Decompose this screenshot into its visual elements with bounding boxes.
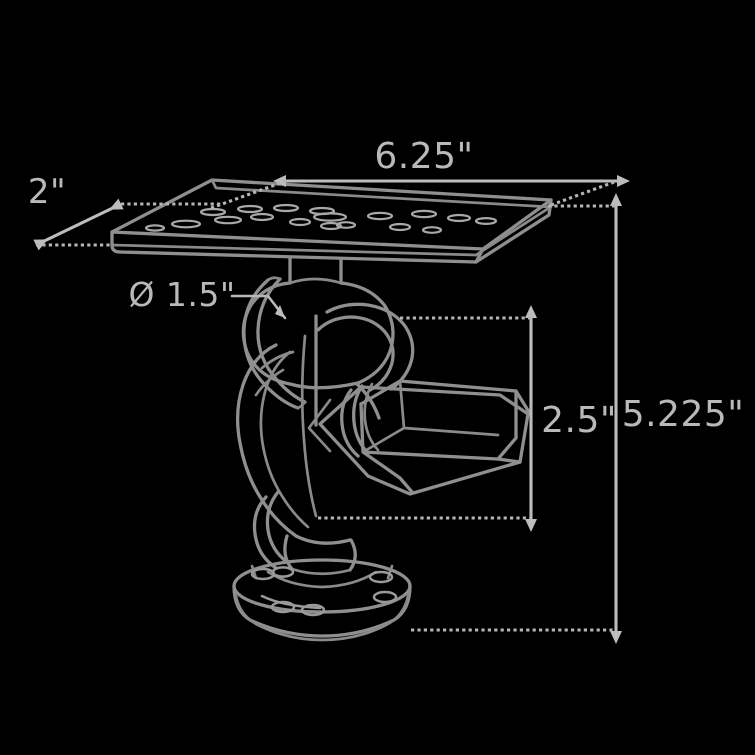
dimension-depth: [33, 198, 222, 251]
dimension-arm-height: [318, 305, 537, 532]
round-base: [232, 558, 412, 642]
dimension-ball-diameter: [230, 294, 287, 320]
dimension-label-total-height: 5.225": [622, 394, 745, 435]
tightening-knob: [307, 379, 531, 496]
mounting-plate: [110, 178, 553, 264]
lower-ball: [283, 534, 357, 576]
plate-neck: [288, 256, 343, 285]
base-hole-pattern: [250, 566, 398, 617]
dimension-total-height: [411, 193, 622, 644]
plate-hole-pattern: [144, 203, 498, 234]
lower-socket-jaw: [252, 490, 289, 570]
dimension-width: [210, 175, 630, 210]
dimension-label-width: 6.25": [374, 136, 473, 177]
dimension-label-arm-height: 2.5": [541, 400, 617, 441]
dimension-label-depth: 2": [28, 172, 66, 212]
dimension-label-ball-diameter: Ø 1.5": [128, 275, 235, 314]
mid-socket-jaw: [254, 302, 415, 397]
